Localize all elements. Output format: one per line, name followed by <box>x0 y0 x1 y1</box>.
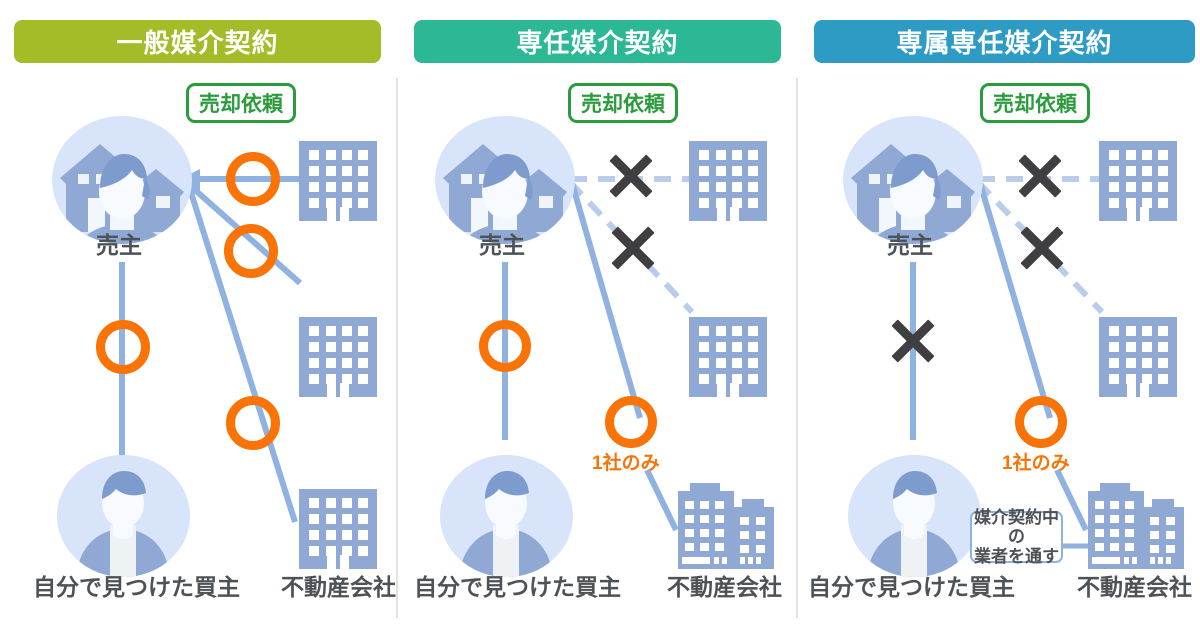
request-badge-ippan: 売却依頼 <box>186 83 296 123</box>
request-badge-label: 売却依頼 <box>993 93 1077 116</box>
agency-label: 不動産会社 <box>281 574 396 600</box>
panel-header-ippan: 一般媒介契約 <box>14 20 381 63</box>
only-one-label-senzoku: 1社のみ <box>1002 453 1070 474</box>
agency-label: 不動産会社 <box>667 574 782 600</box>
panel-header-label: 専属専任媒介契約 <box>896 28 1113 58</box>
ok-circle-agency-sennin <box>605 396 657 448</box>
agency-building-2-ippan <box>299 317 377 402</box>
buyer-caption-sennin: 自分で見つけた買主 <box>414 568 621 602</box>
seller-caption-sennin: 売主 <box>479 226 525 260</box>
agency-building-3-senzoku <box>1082 477 1188 574</box>
through-agency-note: 媒介契約中の 業者を通す <box>970 507 1063 566</box>
panel-divider-1 <box>396 78 398 618</box>
panel-header-label: 専任媒介契約 <box>516 28 679 58</box>
x-mark-buyer-senzoku <box>887 315 939 367</box>
seller-label: 売主 <box>887 232 933 258</box>
seller-avatar-senzoku <box>843 116 983 244</box>
agency-building-1-ippan <box>299 141 377 226</box>
agency-caption-ippan: 不動産会社 <box>281 568 396 602</box>
request-badge-senzoku: 売却依頼 <box>980 83 1090 123</box>
panel-sennin: 専任媒介契約 売却依頼 <box>400 0 795 630</box>
seller-caption-senzoku: 売主 <box>887 226 933 260</box>
ok-circle-top-ippan <box>226 152 280 206</box>
agency-caption-senzoku: 不動産会社 <box>1077 568 1192 602</box>
buyer-avatar-ippan <box>57 455 190 577</box>
ok-circle-mid-ippan <box>224 224 278 278</box>
seller-avatar-ippan <box>52 116 192 244</box>
agency-building-2-sennin <box>689 317 767 402</box>
seller-avatar-sennin <box>435 116 575 244</box>
panel-header-senzoku-sennin: 専属専任媒介契約 <box>814 20 1195 63</box>
x-mark-mid-senzoku <box>1016 222 1068 274</box>
panel-header-sennin: 専任媒介契約 <box>414 20 781 63</box>
only-one-label-sennin: 1社のみ <box>592 453 660 474</box>
panel-header-label: 一般媒介契約 <box>116 28 279 58</box>
buyer-label: 自分で見つけた買主 <box>414 574 621 600</box>
agency-building-1-senzoku <box>1099 141 1177 226</box>
request-badge-label: 売却依頼 <box>199 93 283 116</box>
x-mark-top-senzoku <box>1014 150 1066 202</box>
agency-label: 不動産会社 <box>1077 574 1192 600</box>
request-badge-label: 売却依頼 <box>581 93 665 116</box>
ok-circle-bottom-ippan <box>226 396 280 450</box>
ok-circle-agency-senzoku <box>1015 396 1067 448</box>
ok-circle-buyer-sennin <box>479 320 531 372</box>
ok-circle-buyer-ippan <box>96 320 150 374</box>
note-line-2: 業者を通す <box>974 546 1059 566</box>
panel-divider-2 <box>796 78 798 618</box>
x-mark-top-sennin <box>605 150 657 202</box>
seller-caption-ippan: 売主 <box>96 226 142 260</box>
agency-building-2-senzoku <box>1099 317 1177 402</box>
agency-building-1-sennin <box>689 141 767 226</box>
agency-building-3-sennin <box>672 477 778 574</box>
x-mark-mid-sennin <box>607 222 659 274</box>
buyer-label: 自分で見つけた買主 <box>808 574 1015 600</box>
request-badge-sennin: 売却依頼 <box>568 83 678 123</box>
seller-label: 売主 <box>96 232 142 258</box>
buyer-avatar-sennin <box>440 455 573 577</box>
agency-caption-sennin: 不動産会社 <box>667 568 782 602</box>
buyer-caption-ippan: 自分で見つけた買主 <box>33 568 240 602</box>
note-line-1: 媒介契約中の <box>974 507 1059 547</box>
panel-ippan: 一般媒介契約 売却依頼 <box>0 0 396 630</box>
buyer-avatar-senzoku <box>848 455 981 577</box>
agency-building-3-ippan <box>299 489 377 574</box>
seller-label: 売主 <box>479 232 525 258</box>
buyer-label: 自分で見つけた買主 <box>33 574 240 600</box>
panel-senzoku-sennin: 専属専任媒介契約 売却依頼 <box>800 0 1195 630</box>
buyer-caption-senzoku: 自分で見つけた買主 <box>808 568 1015 602</box>
